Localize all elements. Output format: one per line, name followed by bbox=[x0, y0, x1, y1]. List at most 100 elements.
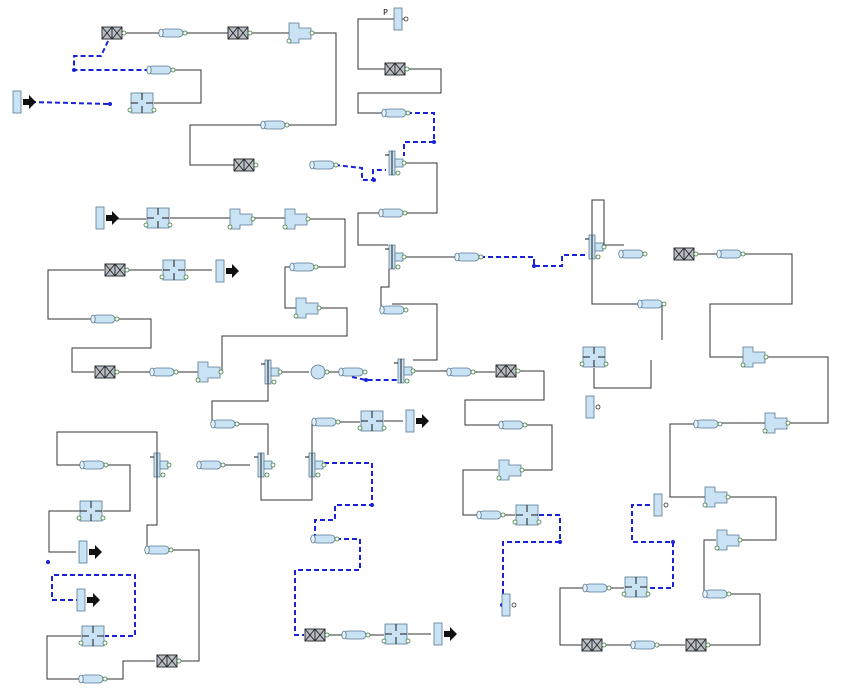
pipe-segment[interactable] bbox=[338, 367, 368, 377]
sink-block[interactable] bbox=[433, 622, 457, 646]
port[interactable] bbox=[478, 254, 484, 260]
port[interactable] bbox=[182, 30, 188, 36]
port[interactable] bbox=[785, 420, 791, 426]
port[interactable] bbox=[515, 368, 521, 374]
pipe-segment[interactable] bbox=[378, 208, 408, 218]
port[interactable] bbox=[702, 502, 708, 508]
pipe-segment[interactable] bbox=[146, 65, 176, 75]
tee-junction[interactable] bbox=[195, 361, 224, 383]
port[interactable] bbox=[395, 264, 401, 270]
port[interactable] bbox=[381, 425, 387, 431]
valve[interactable] bbox=[495, 364, 521, 378]
valve[interactable] bbox=[104, 263, 130, 277]
valve[interactable] bbox=[384, 62, 410, 76]
port[interactable] bbox=[173, 369, 179, 375]
port[interactable] bbox=[333, 162, 339, 168]
port[interactable] bbox=[78, 640, 84, 646]
tee-junction[interactable] bbox=[714, 529, 743, 551]
tee-junction[interactable] bbox=[286, 22, 315, 44]
pipe-segment[interactable] bbox=[693, 419, 723, 429]
pump[interactable] bbox=[310, 364, 330, 380]
port[interactable] bbox=[277, 369, 283, 375]
port[interactable] bbox=[114, 369, 120, 375]
port[interactable] bbox=[717, 421, 723, 427]
sink-block[interactable] bbox=[585, 395, 601, 419]
pipe-segment[interactable] bbox=[381, 108, 411, 118]
port[interactable] bbox=[595, 254, 601, 260]
pipe-segment[interactable] bbox=[310, 534, 340, 544]
tee-junction[interactable] bbox=[227, 208, 256, 230]
sink-block[interactable] bbox=[78, 540, 102, 564]
port[interactable] bbox=[762, 428, 768, 434]
tee-junction[interactable] bbox=[254, 452, 276, 478]
port[interactable] bbox=[250, 216, 256, 222]
port[interactable] bbox=[725, 494, 731, 500]
tee-junction[interactable] bbox=[394, 358, 416, 384]
port[interactable] bbox=[114, 316, 120, 322]
pipe-segment[interactable] bbox=[149, 367, 179, 377]
pipe-segment[interactable] bbox=[446, 367, 476, 377]
splitter-block[interactable] bbox=[76, 500, 106, 522]
port[interactable] bbox=[143, 222, 149, 228]
port[interactable] bbox=[315, 472, 321, 478]
pipe-segment[interactable] bbox=[379, 305, 409, 315]
port[interactable] bbox=[335, 419, 341, 425]
port[interactable] bbox=[405, 110, 411, 116]
port[interactable] bbox=[362, 369, 368, 375]
port[interactable] bbox=[381, 638, 387, 644]
port[interactable] bbox=[661, 301, 667, 307]
tee-junction[interactable] bbox=[385, 150, 407, 176]
port[interactable] bbox=[512, 519, 518, 525]
valve[interactable] bbox=[94, 365, 120, 379]
port[interactable] bbox=[536, 519, 542, 525]
port[interactable] bbox=[313, 264, 319, 270]
pipe-segment[interactable] bbox=[618, 249, 648, 259]
source-block[interactable] bbox=[12, 90, 36, 114]
sink-block[interactable] bbox=[215, 259, 239, 283]
port[interactable] bbox=[470, 369, 476, 375]
splitter-block[interactable] bbox=[579, 346, 609, 368]
pipe-segment[interactable] bbox=[210, 419, 240, 429]
port[interactable] bbox=[645, 591, 651, 597]
port[interactable] bbox=[726, 591, 732, 597]
port[interactable] bbox=[740, 251, 746, 257]
port[interactable] bbox=[218, 369, 224, 375]
port[interactable] bbox=[167, 222, 173, 228]
splitter-block[interactable] bbox=[78, 625, 108, 647]
splitter-block[interactable] bbox=[127, 92, 157, 114]
port[interactable] bbox=[403, 307, 409, 313]
port[interactable] bbox=[121, 30, 127, 36]
port[interactable] bbox=[159, 274, 165, 280]
port[interactable] bbox=[284, 122, 290, 128]
pipe-segment[interactable] bbox=[158, 28, 188, 38]
port[interactable] bbox=[316, 305, 322, 311]
port[interactable] bbox=[404, 378, 410, 384]
port[interactable] bbox=[168, 547, 174, 553]
port[interactable] bbox=[102, 640, 108, 646]
port[interactable] bbox=[601, 244, 607, 250]
port[interactable] bbox=[324, 369, 330, 375]
pipe-segment[interactable] bbox=[702, 589, 732, 599]
pipe-segment[interactable] bbox=[196, 460, 226, 470]
tee-junction[interactable] bbox=[282, 208, 311, 230]
pipe-segment[interactable] bbox=[476, 510, 506, 520]
pipe-segment[interactable] bbox=[454, 252, 484, 262]
tee-junction[interactable] bbox=[293, 297, 322, 319]
port[interactable] bbox=[220, 462, 226, 468]
port[interactable] bbox=[247, 30, 253, 36]
pipe-segment[interactable] bbox=[78, 674, 108, 684]
pipe-segment[interactable] bbox=[637, 299, 667, 309]
splitter-block[interactable] bbox=[621, 576, 651, 598]
port[interactable] bbox=[321, 462, 327, 468]
port[interactable] bbox=[324, 632, 330, 638]
port[interactable] bbox=[654, 642, 660, 648]
port[interactable] bbox=[227, 224, 233, 230]
port[interactable] bbox=[522, 422, 528, 428]
port[interactable] bbox=[264, 472, 270, 478]
pipe-segment[interactable] bbox=[716, 249, 746, 259]
splitter-block[interactable] bbox=[143, 207, 173, 229]
port[interactable] bbox=[309, 30, 315, 36]
port[interactable] bbox=[357, 425, 363, 431]
port[interactable] bbox=[606, 585, 612, 591]
port[interactable] bbox=[103, 462, 109, 468]
